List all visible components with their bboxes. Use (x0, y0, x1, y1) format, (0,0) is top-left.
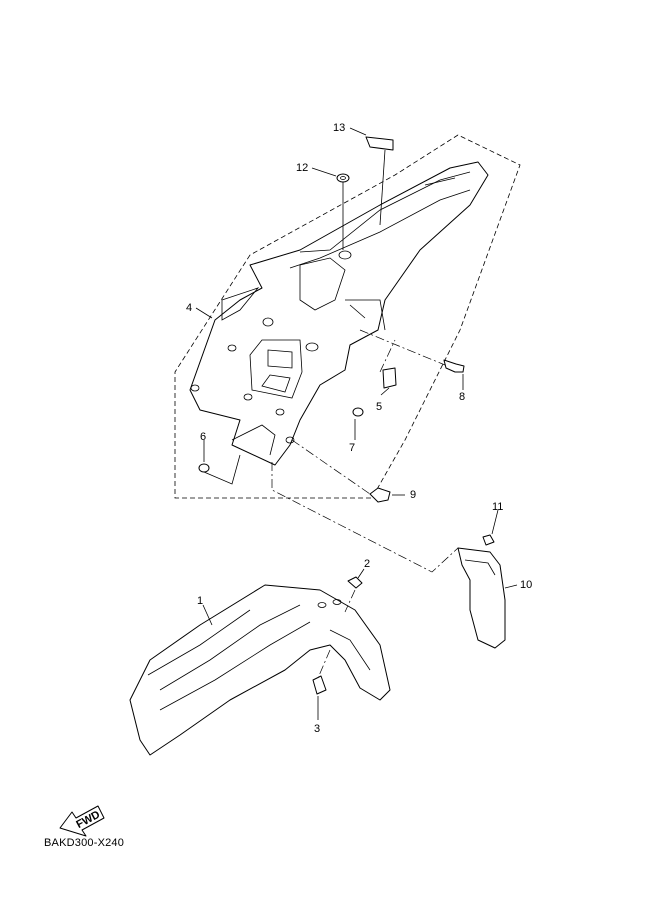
callout-3: 3 (314, 723, 320, 735)
callout-2: 2 (364, 558, 370, 570)
callout-9: 9 (410, 489, 416, 501)
callout-12: 12 (296, 162, 308, 174)
callout-1: 1 (197, 595, 203, 607)
fwd-arrow-icon: FWD (59, 805, 105, 837)
part-12-nut (336, 173, 350, 183)
assembly-boundary (174, 134, 521, 499)
callout-10: 10 (520, 579, 532, 591)
part-8-bolt (443, 359, 465, 373)
part-11-bolt (482, 534, 495, 546)
fwd-label: FWD (74, 809, 102, 831)
rear-fender (189, 161, 489, 466)
part-7-nut (352, 407, 364, 417)
callout-7: 7 (349, 442, 355, 454)
front-fender (129, 584, 391, 756)
part-2-nut (347, 576, 363, 589)
diagram-code: BAKD300-X240 (44, 837, 125, 849)
callout-5: 5 (376, 401, 382, 413)
mud-flap (457, 547, 506, 649)
callout-6: 6 (200, 431, 206, 443)
assembly-centerlines (271, 329, 459, 679)
leader-lines (195, 127, 518, 720)
part-9-bolt (369, 487, 391, 503)
part-5-clip (382, 367, 397, 389)
part-13-decal (365, 136, 394, 151)
part-3-bolt (312, 675, 327, 695)
callout-11: 11 (492, 501, 503, 513)
callout-4: 4 (186, 302, 192, 314)
callout-13: 13 (333, 122, 345, 134)
part-6-grommet (198, 463, 210, 473)
callout-8: 8 (459, 391, 465, 403)
